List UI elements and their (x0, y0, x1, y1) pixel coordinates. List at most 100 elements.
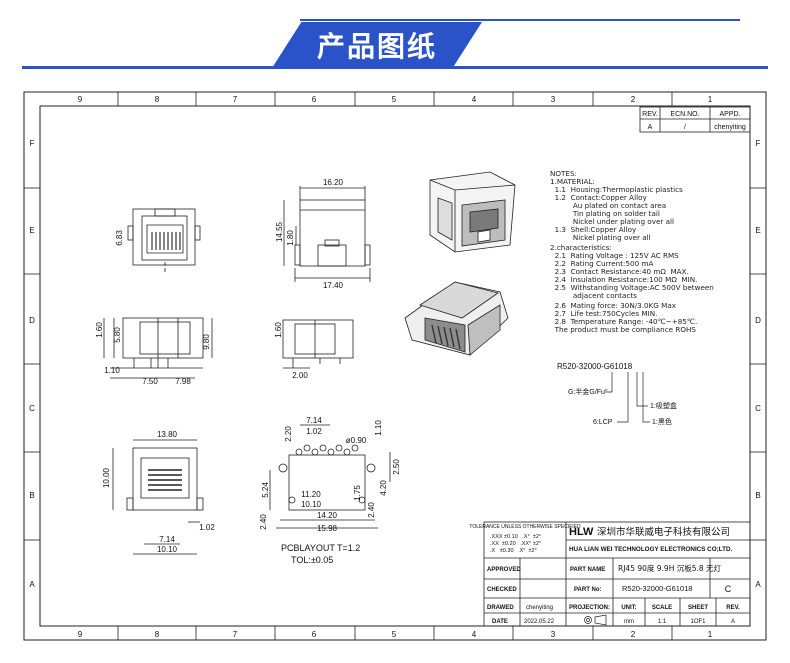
dim-pcb-220: 2.20 (284, 426, 293, 442)
dim-side2-160: 1.60 (274, 322, 283, 338)
iso-view-bottom (404, 281, 509, 356)
dim-bot-714: 7.14 (159, 535, 175, 544)
note-line: 1.2 Contact:Copper Alloy (550, 193, 647, 202)
inner-frame (39, 105, 751, 627)
row-labels: F E D C B A F E D C B A (29, 139, 761, 589)
col-label: 3 (551, 95, 556, 104)
projection-label: PROJECTION: (569, 605, 610, 611)
part-code-1-label: 1:吸塑盒 (650, 401, 677, 410)
note-line: Tin plating on solder tail (550, 209, 660, 218)
dim-bot-1010: 10.10 (157, 545, 178, 554)
tolerance-row: .X ±0.30 .X° ±2° (490, 548, 537, 554)
title-block (483, 521, 751, 627)
dim-side-980: 9.80 (202, 334, 211, 350)
note-line: 1.3 Shell:Copper Alloy (550, 225, 637, 234)
col-label: 6 (312, 630, 317, 639)
appd-value: chenyiting (714, 124, 746, 131)
projection-symbol-icon (584, 614, 607, 626)
note-line: 1.1 Housing:Thermoplastic plastics (550, 185, 683, 194)
dim-front-inner: 1.80 (286, 230, 295, 246)
col-label: 9 (78, 95, 83, 104)
ecn-header: ECN.NO. (670, 111, 699, 118)
note-line: The product must be compliance ROHS (550, 325, 696, 334)
dim-pcb-1598: 15.98 (317, 524, 338, 533)
row-label: D (29, 316, 35, 325)
row-label: C (29, 404, 35, 413)
rev-header: REV. (642, 111, 658, 118)
side-view-left (103, 317, 213, 379)
outer-frame (23, 91, 767, 641)
part-code-6-label: 6:LCP (593, 419, 613, 426)
note-line: 2.3 Contact Resistance:40 mΩ MAX. (550, 267, 689, 276)
row-label: D (755, 316, 761, 325)
part-no-label: PART No: (574, 587, 602, 593)
col-label: 7 (233, 630, 238, 639)
sheet-label: SHEET (688, 605, 708, 611)
dim-pcb-420: 4.20 (379, 480, 388, 496)
part-code: R520-32000-G61018 (557, 362, 633, 371)
tolerance-block: TOLERANCE UNLESS OTHERWISE SPECIFIED .XX… (469, 524, 581, 554)
note-line: Au plated on contact area (550, 201, 666, 210)
dim-pcb-175: 1.75 (353, 485, 362, 501)
drawed-by: chenyiting (526, 605, 553, 611)
appd-header: APPD. (719, 111, 740, 118)
rev-value: A (731, 619, 735, 625)
dim-side2-200: 2.00 (292, 371, 308, 380)
dim-front-width: 16.20 (323, 178, 344, 187)
col-label: 5 (392, 95, 397, 104)
dim-side-750: 7.50 (142, 377, 158, 386)
col-label: 1 (708, 630, 713, 639)
row-label: B (29, 491, 34, 500)
dim-pcb-102: 1.02 (306, 427, 322, 436)
dim-side-798: 7.98 (175, 377, 191, 386)
front-view-left (127, 208, 201, 274)
col-label: 9 (78, 630, 83, 639)
col-label: 2 (631, 95, 636, 104)
dim-pcb-240b: 2.40 (367, 502, 376, 518)
note-line: 2.5 Withstanding Voltage:AC 500V between (550, 283, 714, 292)
column-ticks (24, 92, 766, 640)
col-label: 8 (155, 630, 160, 639)
banner-top-rule (300, 19, 740, 21)
part-name-value: RJ45 90度 9.9H 沉板5.8 无灯 (618, 563, 722, 573)
row-label: C (755, 404, 761, 413)
col-label: 7 (233, 95, 238, 104)
dim-left-height: 6.83 (115, 230, 124, 246)
row-label: A (755, 580, 761, 589)
company-logo: HLW (569, 526, 594, 538)
dim-pcb-240: 2.40 (259, 514, 268, 530)
checked-label: CHECKED (487, 587, 517, 593)
dim-front-base: 17.40 (323, 281, 344, 290)
dim-pcb-110: 1.10 (374, 420, 383, 436)
dim-front-height: 14.55 (275, 221, 284, 242)
note-line: adjacent contacts (550, 291, 637, 300)
pcb-layout (269, 424, 391, 529)
note-line: NOTES: (550, 169, 577, 178)
drawed-label: DRAWED (487, 605, 514, 611)
side-view-right (282, 319, 354, 369)
col-label: 3 (551, 630, 556, 639)
approved-label: APPROVED (487, 567, 521, 573)
company-name-en: HUA LIAN WEI TECHNOLOGY ELECTRONICS CO;L… (569, 546, 732, 553)
company-name-cn: 深圳市华联威电子科技有限公司 (597, 526, 730, 538)
dim-pcb-250: 2.50 (392, 459, 401, 475)
iso-view-top (429, 171, 516, 253)
col-label: 6 (312, 95, 317, 104)
front-view (283, 186, 371, 282)
rev-value: A (648, 124, 653, 131)
dim-pcb-1120: 11.20 (301, 490, 321, 499)
dim-bot-1000: 10.00 (102, 467, 111, 488)
part-no-value: R520-32000-G61018 (622, 584, 692, 593)
dim-side-160: 1.60 (95, 322, 104, 338)
row-label: F (756, 139, 761, 148)
note-line: 2.4 Insulation Resistance:100 MΩ MIN. (550, 275, 697, 284)
note-line: Nickel plating over all (550, 233, 651, 242)
col-label: 5 (392, 630, 397, 639)
column-labels-bottom: 9 8 7 6 5 4 3 2 1 (78, 630, 713, 639)
page-banner: 产品图纸 (272, 22, 482, 68)
dim-pcb-1420: 14.20 (317, 511, 338, 520)
date-label: DATE (492, 619, 508, 625)
banner-title: 产品图纸 (316, 30, 437, 63)
note-line: 2.6 Mating force: 30N/3.0KG Max (550, 301, 677, 310)
date-value: 2022.05.22 (524, 619, 555, 625)
